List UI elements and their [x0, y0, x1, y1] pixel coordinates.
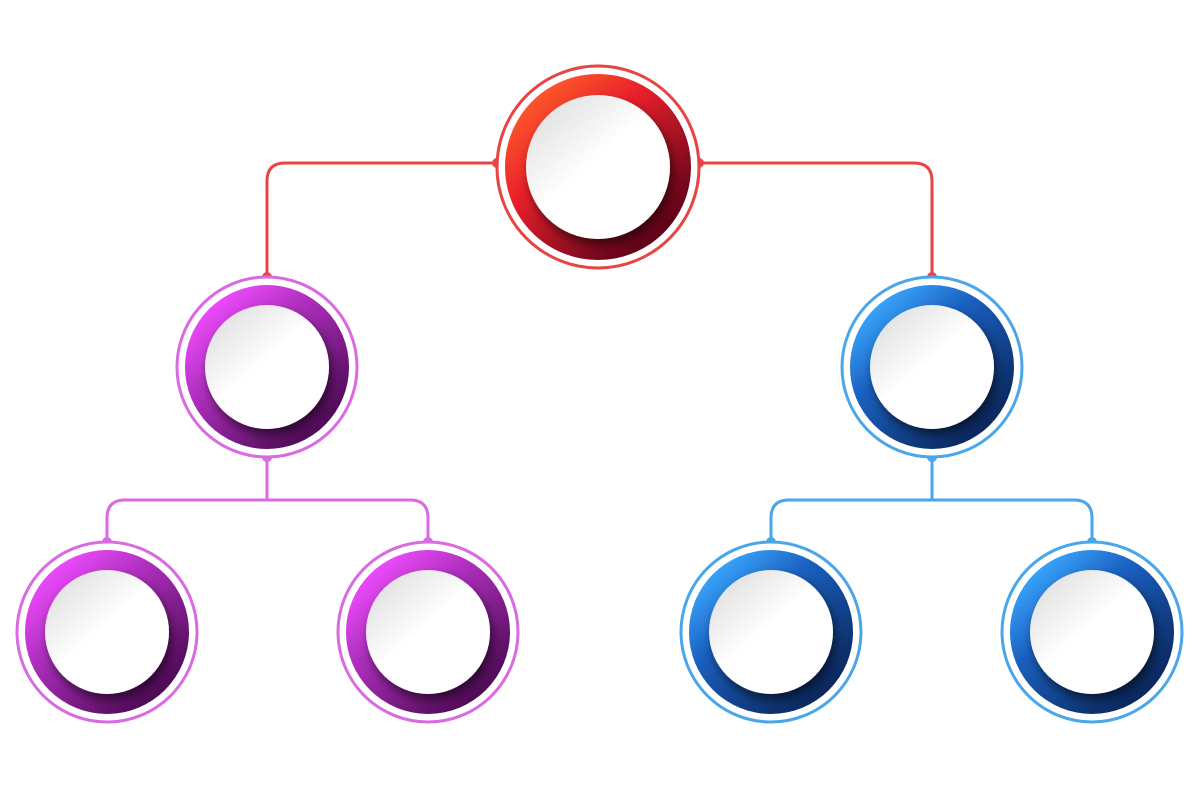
connector-root-to-left — [265, 161, 497, 277]
node-root[interactable] — [495, 64, 701, 270]
node-face — [1030, 570, 1154, 694]
node-right-a[interactable] — [679, 540, 863, 724]
nodes — [15, 64, 1184, 724]
connector-right-to-right-a — [769, 457, 934, 542]
connector-right-to-right-b — [930, 457, 1094, 542]
node-face — [870, 305, 994, 429]
connector-left-to-left-a — [105, 457, 269, 542]
node-right-b[interactable] — [1000, 540, 1184, 724]
node-right[interactable] — [840, 275, 1024, 459]
node-face — [45, 570, 169, 694]
node-left-a[interactable] — [15, 540, 199, 724]
node-left-b[interactable] — [336, 540, 520, 724]
node-face — [366, 570, 490, 694]
node-face — [709, 570, 833, 694]
node-face — [526, 95, 670, 239]
node-left[interactable] — [175, 275, 359, 459]
node-face — [205, 305, 329, 429]
connector-root-to-right — [699, 161, 934, 277]
connector-left-to-left-b — [265, 457, 430, 542]
